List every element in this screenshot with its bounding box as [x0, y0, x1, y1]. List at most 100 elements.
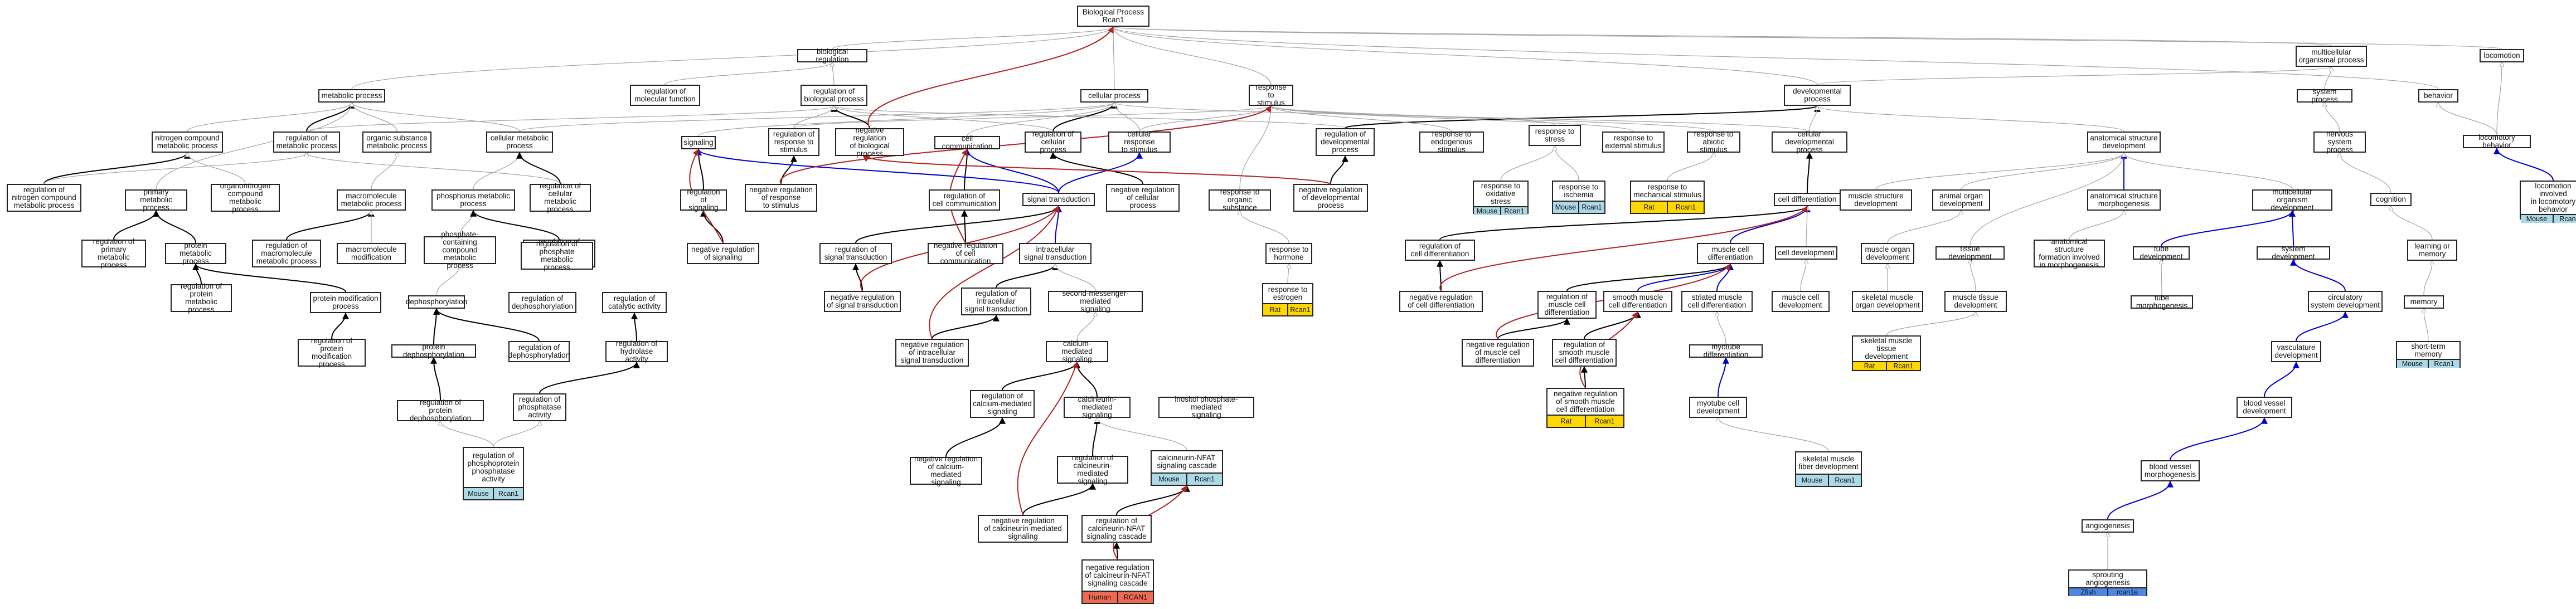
go-term-reg-hydrolase[interactable]: regulation of hydrolase activity: [605, 340, 668, 363]
go-term-neg-reg-smooth-diff[interactable]: negative regulation of smooth muscle cel…: [1546, 388, 1624, 428]
go-term-neg-reg-signaling[interactable]: negative regulation of signaling: [687, 243, 759, 264]
go-term-reg-phosphatase[interactable]: regulation of phosphatase activity: [513, 393, 566, 421]
go-term-phospho-met[interactable]: phosphorus metabolic process: [431, 189, 515, 211]
go-term-resp-stimulus[interactable]: response to stimulus: [1249, 84, 1293, 107]
go-term-muscle-cell-dev[interactable]: muscle cell development: [1772, 291, 1830, 312]
go-term-multicell-organ[interactable]: multicellular organism development: [2252, 188, 2332, 212]
go-term-nitrogen-met[interactable]: nitrogen compound metabolic process: [152, 131, 223, 153]
go-term-resp-abiotic[interactable]: response to abiotic stimulus: [1687, 130, 1740, 154]
go-term-resp-ext[interactable]: response to external stimulus: [1602, 131, 1665, 153]
go-term-calcium-sig[interactable]: calcium-mediated signaling: [1046, 340, 1108, 363]
go-term-reg-cat-act[interactable]: regulation of catalytic activity: [602, 292, 667, 313]
go-term-neg-reg-cell-comm[interactable]: negative regulation of cell communicatio…: [928, 242, 1003, 265]
go-term-neg-reg-sig-trans[interactable]: negative regulation of signal transducti…: [824, 291, 901, 312]
go-term-resp-stress[interactable]: response to stress: [1529, 125, 1581, 146]
go-term-neg-reg-nfat[interactable]: negative regulation of calcineurin-NFAT …: [1081, 559, 1154, 604]
go-term-anat-morph[interactable]: anatomical structure morphogenesis: [2087, 189, 2161, 211]
go-term-myotube-diff[interactable]: myotube differentiation: [1689, 343, 1763, 359]
go-term-cell-comm[interactable]: cell communication: [934, 135, 1000, 150]
go-term-reg-macromol[interactable]: regulation of macromolecule metabolic pr…: [252, 240, 321, 267]
go-term-macromol-met[interactable]: macromolecule metabolic process: [337, 189, 406, 211]
go-term-locomotion[interactable]: locomotion: [2480, 49, 2524, 62]
go-term-multicell[interactable]: multicellular organismal process: [2296, 46, 2367, 67]
go-term-angiogenesis[interactable]: angiogenesis: [2082, 519, 2134, 533]
go-term-bio-reg[interactable]: biological regulation: [797, 48, 867, 64]
go-term-calcineurin-sig[interactable]: calcineurin-mediated signaling: [1064, 396, 1131, 419]
go-term-muscle-tissue[interactable]: muscle tissue development: [1944, 291, 2007, 312]
go-term-circ-sys[interactable]: circulatory system development: [2308, 291, 2383, 312]
go-term-muscle-organ[interactable]: muscle organ development: [1861, 243, 1914, 264]
go-term-loco-memory[interactable]: locomotion involved in locomotory behavi…: [2520, 181, 2576, 223]
go-term-neg-reg-dev[interactable]: negative regulation of developmental pro…: [1293, 184, 1368, 212]
go-term-protein-dephos[interactable]: protein dephosphorylation: [391, 343, 476, 359]
go-term-neg-reg-resp[interactable]: negative regulation of response to stimu…: [745, 184, 817, 212]
go-term-reg-prot-mod[interactable]: regulation of protein modification proce…: [298, 337, 366, 368]
go-term-system-dev[interactable]: system development: [2257, 245, 2330, 261]
go-term-tube-morph[interactable]: tube morphogenesis: [2131, 294, 2193, 310]
go-term-loco-behavior[interactable]: locomotory behavior: [2463, 134, 2531, 149]
go-term-animal-organ[interactable]: animal organ development: [1932, 189, 1990, 211]
go-term-reg-sig-trans[interactable]: regulation of signal transduction: [819, 243, 892, 264]
go-term-anat-form[interactable]: anatomical structure formation involved …: [2034, 238, 2105, 269]
go-term-inositol-sig[interactable]: inositol phosphate-mediated signaling: [1158, 396, 1254, 419]
go-term-reg-cell-met[interactable]: regulation of cellular metabolic process: [530, 182, 591, 213]
go-term-vasculature[interactable]: vasculature development: [2271, 341, 2321, 362]
go-term-reg-cell-proc[interactable]: regulation of cellular process: [1025, 130, 1081, 154]
go-term-myotube-cell-dev[interactable]: myotube cell development: [1689, 397, 1747, 418]
go-term-reg-intracell[interactable]: regulation of intracellular signal trans…: [961, 288, 1031, 315]
go-term-reg-met[interactable]: regulation of metabolic process: [273, 131, 340, 153]
go-term-reg-resp-stim[interactable]: regulation of response to stimulus: [768, 128, 819, 156]
go-term-tube-dev[interactable]: tube development: [2133, 245, 2190, 261]
go-term-second-messenger[interactable]: second-messenger-mediated signaling: [1048, 290, 1143, 313]
go-term-muscle-cell-diff[interactable]: muscle cell differentiation: [1697, 243, 1764, 264]
go-term-neg-reg-bio[interactable]: negative regulation of biological proces…: [835, 126, 904, 158]
go-term-signaling[interactable]: signaling: [681, 136, 716, 149]
go-term-reg-nfat[interactable]: regulation of calcineurin-NFAT signaling…: [1081, 515, 1152, 543]
go-term-blood-vessel-dev[interactable]: blood vessel development: [2237, 397, 2292, 418]
go-term-cognition[interactable]: cognition: [2370, 193, 2412, 206]
go-term-reg-dephospho-top[interactable]: regulation of dephosphorylation: [508, 292, 576, 313]
go-term-learning[interactable]: learning or memory: [2407, 240, 2457, 261]
go-term-intracell-sig[interactable]: intracellular signal transduction: [1019, 243, 1091, 264]
go-term-reg-protein-met[interactable]: regulation of protein metabolic process: [171, 282, 232, 314]
go-term-memory[interactable]: memory: [2404, 295, 2444, 309]
go-term-neg-reg-cell-proc[interactable]: negative regulation of cellular process: [1106, 184, 1180, 212]
go-term-resp-hormone[interactable]: response to hormone: [1265, 243, 1312, 264]
go-term-neg-reg-intracell[interactable]: negative regulation of intracellular sig…: [895, 339, 969, 367]
go-term-neg-reg-calcineurin[interactable]: negative regulation of calcineurin-media…: [978, 515, 1068, 543]
go-term-dephospho[interactable]: dephosphorylation: [406, 295, 467, 309]
go-term-reg-dev-proc[interactable]: regulation of developmental process: [1316, 128, 1375, 156]
go-term-macromol-mod[interactable]: macromolecule modification: [337, 243, 406, 264]
go-term-reg-calcium-sig[interactable]: regulation of calcium-mediated signaling: [970, 390, 1035, 418]
go-term-primary-met[interactable]: primary metabolic process: [125, 188, 187, 212]
go-term-resp-org-sub[interactable]: response to organic substance: [1209, 188, 1271, 212]
go-term-reg-phosphoprotein[interactable]: regulation of phosphoprotein phosphatase…: [463, 447, 524, 500]
go-term-reg-calcineurin[interactable]: regulation of calcineurin-mediated signa…: [1057, 454, 1128, 485]
go-term-muscle-struct[interactable]: muscle structure development: [1840, 189, 1912, 211]
go-term-reg-protein-dephos[interactable]: regulation of protein dephosphorylation: [397, 399, 484, 422]
go-term-cell-diff[interactable]: cell differentiation: [1774, 193, 1841, 206]
go-term-neg-reg-calcium[interactable]: negative regulation of calcium-mediated …: [910, 455, 982, 486]
go-term-cell-development[interactable]: cell development: [1775, 246, 1837, 260]
go-term-reg-signaling[interactable]: regulation of signaling: [680, 188, 727, 212]
go-term-reg-mol-func[interactable]: regulation of molecular function: [630, 85, 700, 106]
go-term-metabolic[interactable]: metabolic process: [318, 89, 385, 103]
go-term-neg-reg-cell-diff[interactable]: negative regulation of cell differentiat…: [1399, 291, 1483, 312]
go-term-protein-met[interactable]: protein metabolic process: [165, 242, 226, 265]
go-term-phosphate-cont[interactable]: phosphate-containing compound metabolic …: [424, 231, 496, 270]
go-term-reg-phosphate-met[interactable]: regulation of phosphate metabolic proces…: [521, 240, 593, 271]
go-term-system-process[interactable]: system process: [2297, 88, 2352, 104]
go-term-reg-smooth-diff[interactable]: regulation of smooth muscle cell differe…: [1552, 339, 1617, 367]
go-term-smooth-muscle-diff[interactable]: smooth muscle cell differentiation: [1603, 291, 1672, 312]
go-term-bp[interactable]: Biological Process Rcan1: [1077, 6, 1149, 27]
go-term-tissue-dev[interactable]: tissue development: [1935, 245, 2005, 261]
go-term-reg-bio-proc[interactable]: regulation of biological process: [801, 85, 867, 106]
